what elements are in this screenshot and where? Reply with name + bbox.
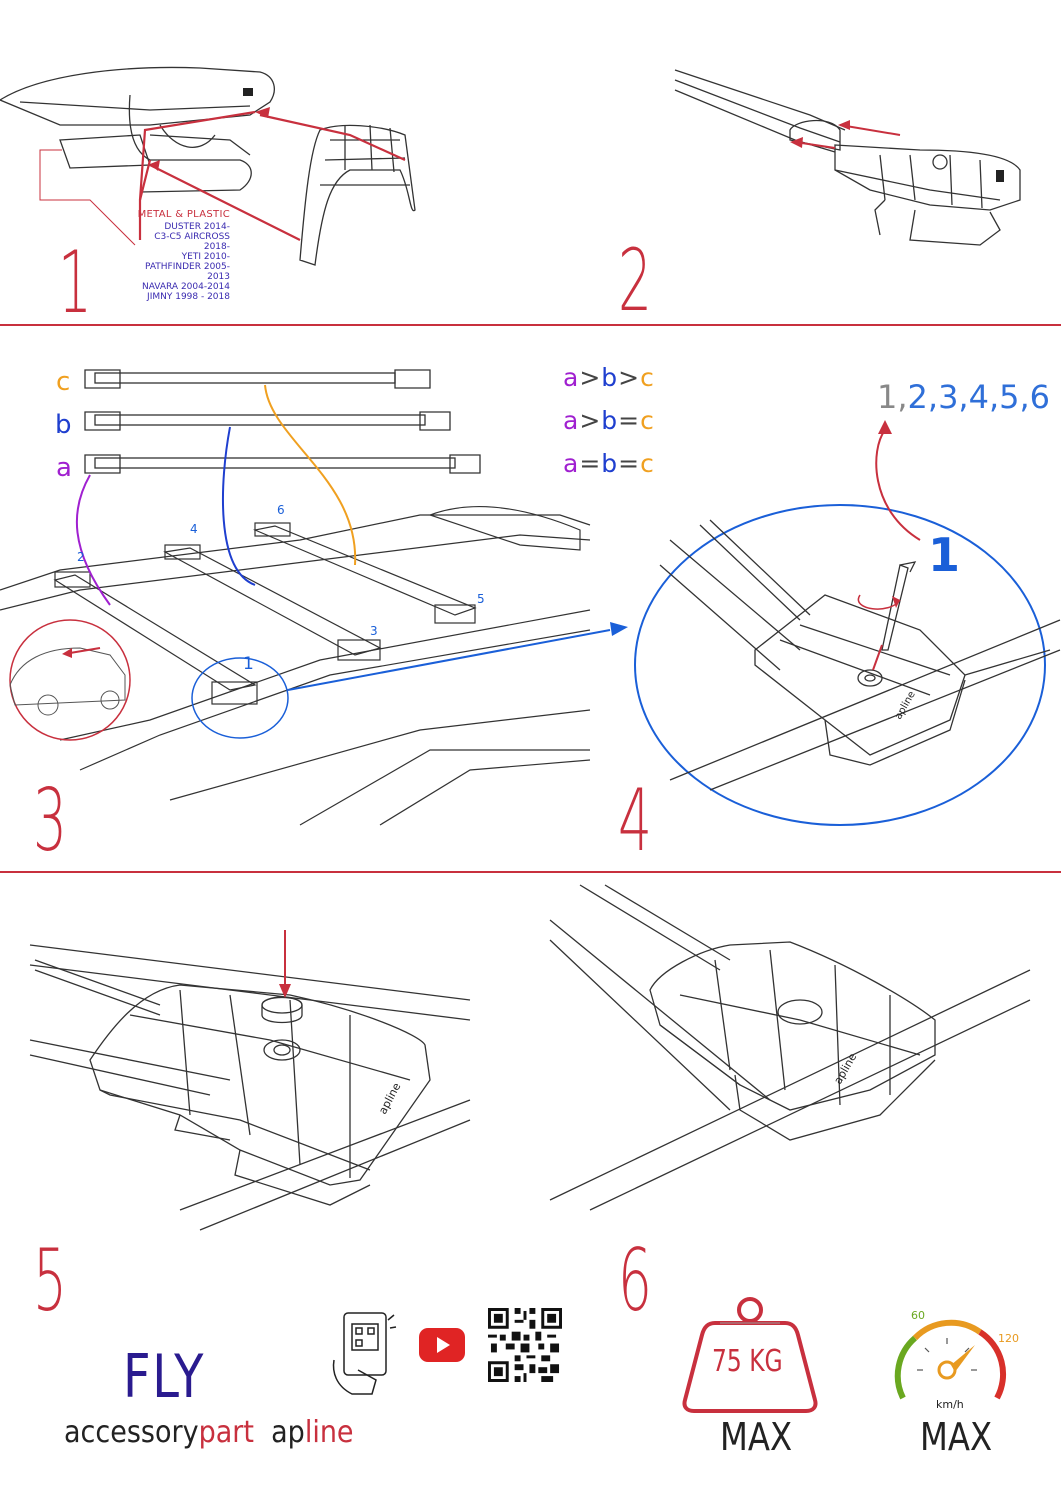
speed-unit-label: km/h bbox=[936, 1398, 964, 1411]
max-weight-value: 75 KG bbox=[712, 1344, 783, 1379]
step5-illustration: apline bbox=[29, 930, 471, 1231]
model-item: YETI 2010- bbox=[181, 252, 230, 262]
model-item: NAVARA 2004-2014 bbox=[141, 282, 230, 292]
model-item: DUSTER 2014- bbox=[164, 222, 230, 232]
step-number-6: 6 bbox=[618, 1231, 652, 1331]
max-speed-label: MAX bbox=[920, 1415, 993, 1459]
model-item: C3-C5 AIRCROSS 2018- bbox=[154, 232, 230, 252]
step6-illustration: apline bbox=[549, 884, 1031, 1211]
brand-tagline: accessorypart apline bbox=[64, 1415, 354, 1450]
model-item: PATHFINDER 2005-2013 bbox=[144, 262, 230, 282]
ratio-row-2: a>b=c bbox=[563, 406, 655, 435]
bar-position-6: 6 bbox=[277, 503, 285, 517]
speedometer-icon bbox=[894, 1319, 1007, 1400]
bar-position-2: 2 bbox=[77, 550, 85, 564]
bar-label-b: b bbox=[55, 410, 72, 440]
youtube-icon[interactable] bbox=[419, 1328, 465, 1362]
logo-apline-step5: apline bbox=[376, 1080, 403, 1116]
step-number-1: 1 bbox=[58, 233, 92, 333]
max-weight-label: MAX bbox=[720, 1415, 793, 1459]
step-number-2: 2 bbox=[618, 231, 652, 331]
bar-label-c: c bbox=[56, 367, 71, 397]
tightening-sequence: 1,2,3,4,5,6 bbox=[877, 378, 1051, 416]
section-divider-top bbox=[0, 324, 1061, 326]
weight-icon bbox=[682, 1297, 818, 1413]
logo-apline-step6: apline bbox=[831, 1051, 859, 1087]
compatible-models-list: METAL & PLASTIC DUSTER 2014- C3-C5 AIRCR… bbox=[130, 209, 230, 303]
step-number-4: 4 bbox=[618, 771, 652, 871]
bar-position-3: 3 bbox=[370, 624, 378, 638]
callout-number-1: 1 bbox=[928, 528, 961, 582]
ratio-row-1: a>b>c bbox=[563, 363, 655, 392]
step1-illustration bbox=[0, 66, 416, 266]
step-number-3: 3 bbox=[33, 771, 67, 871]
step3-bars-and-car bbox=[0, 369, 628, 826]
material-heading: METAL & PLASTIC bbox=[137, 209, 230, 220]
section-divider-middle bbox=[0, 871, 1061, 873]
ratio-row-3: a=b=c bbox=[563, 449, 655, 478]
bar-label-a: a bbox=[56, 453, 72, 483]
speed-high-label: 120 bbox=[998, 1332, 1019, 1345]
bar-position-5: 5 bbox=[477, 592, 485, 606]
bar-position-4: 4 bbox=[190, 522, 198, 536]
bar-position-1: 1 bbox=[243, 654, 254, 674]
qr-code-icon[interactable] bbox=[488, 1308, 562, 1382]
speed-low-label: 60 bbox=[911, 1309, 925, 1322]
model-item: JIMNY 1998 - 2018 bbox=[147, 292, 230, 302]
phone-scan-icon bbox=[332, 1312, 397, 1395]
step-number-5: 5 bbox=[33, 1231, 67, 1331]
product-name: FLY bbox=[123, 1342, 206, 1412]
step2-illustration bbox=[674, 69, 1021, 246]
step4-detail-circle: apline bbox=[634, 420, 1061, 826]
logo-apline: apline bbox=[893, 690, 918, 722]
